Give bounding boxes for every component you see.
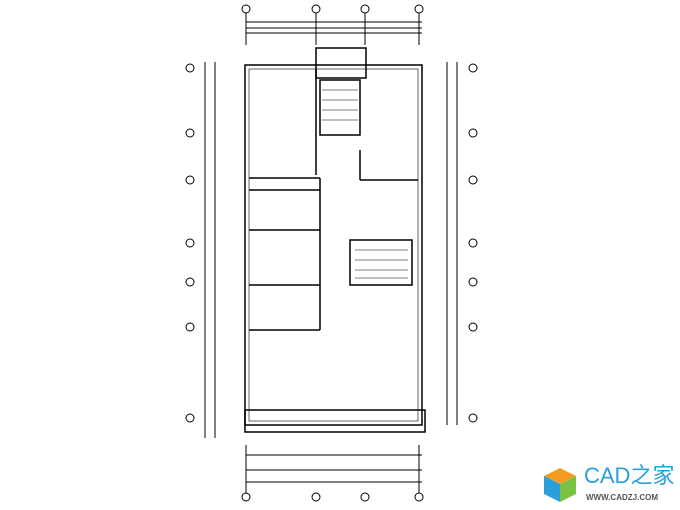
top-axis-markers <box>241 4 424 45</box>
cadzj-logo: CAD之家 WWW.CADZJ.COM <box>540 464 680 506</box>
logo-url: WWW.CADZJ.COM <box>586 493 658 502</box>
left-axis-markers <box>185 62 216 438</box>
logo-cube-icon <box>544 468 576 502</box>
logo-name: CAD之家 <box>584 463 675 488</box>
right-axis-markers <box>446 62 478 425</box>
walls <box>244 47 426 433</box>
stairs <box>322 89 408 279</box>
bottom-axis-markers <box>241 445 424 502</box>
